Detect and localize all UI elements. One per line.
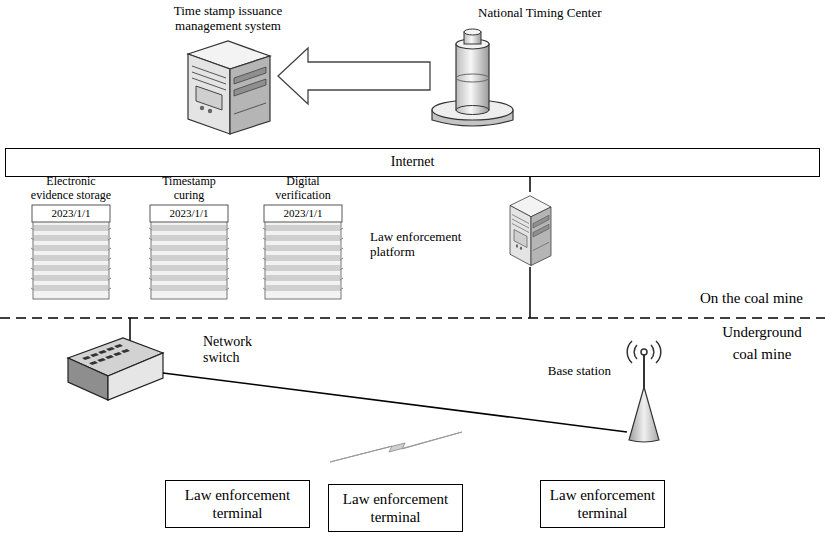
- node-heading: National Timing Center: [478, 6, 602, 21]
- box-text: Law enforcement terminal: [547, 486, 658, 522]
- box-text: Law enforcement terminal: [172, 486, 303, 522]
- node-heading: Network switch: [203, 334, 265, 366]
- document-stack: Timestamp curing2023/1/1: [148, 203, 230, 300]
- connector-line: [529, 177, 531, 192]
- region-label: On the coal mine: [700, 290, 803, 307]
- node-heading: Base station: [548, 364, 611, 379]
- node-heading: Timestamp curing: [149, 175, 229, 203]
- node-heading: Electronic evidence storage: [27, 175, 115, 203]
- document-stack: Electronic evidence storage2023/1/1: [30, 203, 112, 300]
- region-label: Underground coal mine: [712, 322, 812, 366]
- date-stamp: 2023/1/1: [268, 207, 338, 220]
- switch-icon: Network switch: [68, 338, 163, 408]
- band-label: Internet: [391, 154, 435, 170]
- node-heading: Digital verification: [263, 175, 343, 203]
- terminal-box: Law enforcement terminal: [328, 484, 463, 532]
- antenna-icon: Base station: [627, 342, 661, 442]
- server-icon: Law enforcement platform: [505, 192, 555, 267]
- node-heading: Law enforcement platform: [370, 230, 475, 260]
- network-band: Internet: [5, 148, 820, 177]
- terminal-box: Law enforcement terminal: [165, 480, 310, 528]
- date-stamp: 2023/1/1: [36, 207, 106, 220]
- block-arrow: [278, 48, 430, 104]
- server-icon: Time stamp issuance management system: [178, 36, 278, 136]
- terminal-box: Law enforcement terminal: [540, 480, 665, 528]
- date-stamp: 2023/1/1: [154, 207, 224, 220]
- document-stack: Digital verification2023/1/1: [262, 203, 344, 300]
- box-text: Law enforcement terminal: [335, 490, 456, 526]
- timing-center-icon: National Timing Center: [430, 28, 515, 128]
- connector-line: [163, 373, 627, 432]
- node-heading: Time stamp issuance management system: [148, 4, 308, 34]
